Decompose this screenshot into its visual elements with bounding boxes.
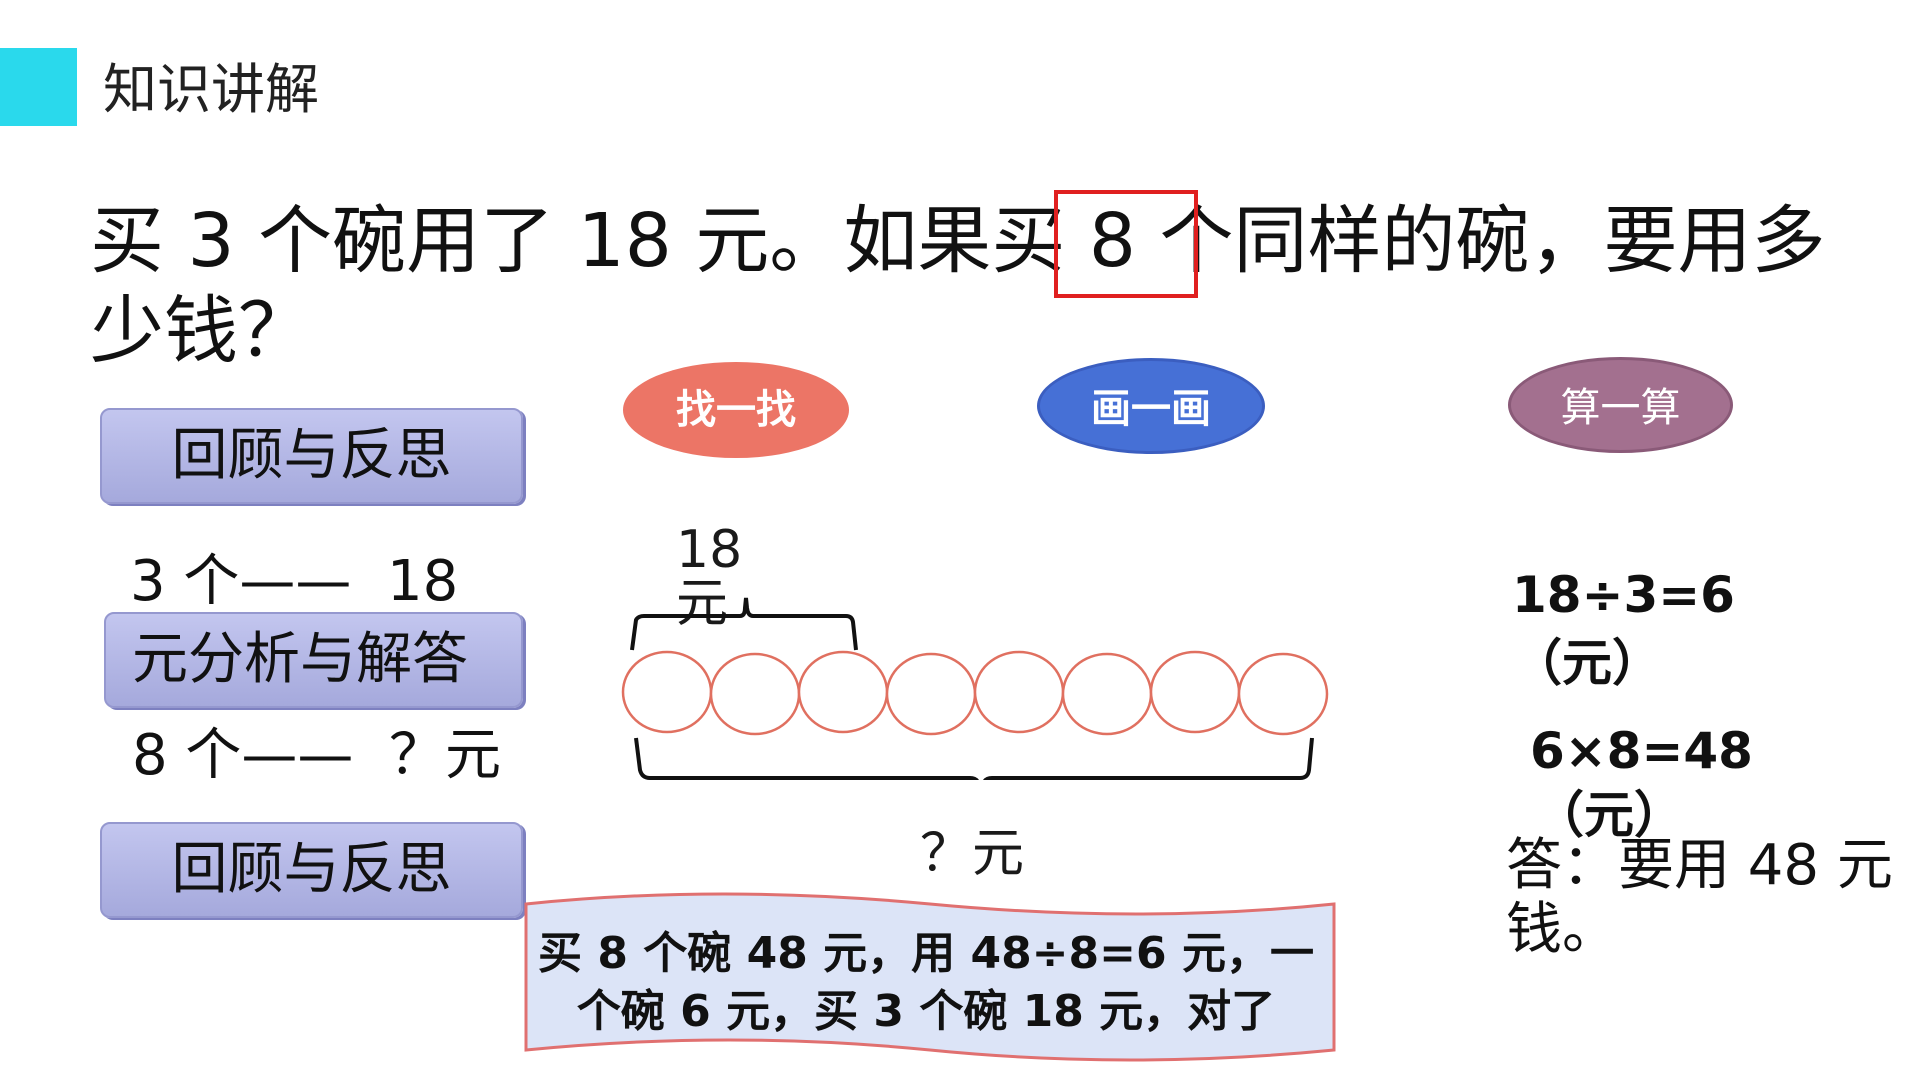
calc-step-2: 6×8=48 [1530, 722, 1753, 780]
diagram-top-label-unit: 元 [676, 574, 729, 634]
bowl-circle [1061, 652, 1153, 736]
review-button-bottom[interactable]: 回顾与反思 [100, 822, 523, 918]
calc-step-1: 18÷3=6 [1512, 566, 1735, 624]
bowl-circle [1149, 650, 1241, 734]
analysis-button[interactable]: 元分析与解答 [104, 612, 523, 708]
diagram-top-label-number: 18 [676, 520, 743, 580]
bowl-circle [709, 652, 801, 736]
bowl-circle [621, 650, 713, 734]
section-accent-block [0, 48, 77, 126]
question-text: 买 3 个碗用了 18 元。如果买 8 个同样的碗，要用多少钱？ [90, 198, 1826, 374]
bowl-circle [1237, 652, 1329, 736]
calc-step-2-unit: （元） [1534, 786, 1684, 844]
bottom-brace [634, 737, 1314, 780]
draw-step-button[interactable]: 画一画 [1037, 358, 1265, 454]
section-title: 知识讲解 [103, 58, 319, 121]
bowl-circle [973, 650, 1065, 734]
relation-line-2: 8 个—— ？元 [132, 723, 502, 788]
diagram-bottom-label: ？元 [920, 824, 1025, 884]
answer-text: 答：要用 48 元钱。 [1506, 833, 1893, 962]
highlight-box [1054, 190, 1198, 298]
bowl-circle [797, 650, 889, 734]
review-button-top[interactable]: 回顾与反思 [100, 408, 523, 504]
relation-line-1: 3 个—— 18 [130, 549, 459, 614]
bowl-circle [885, 652, 977, 736]
bowl-diagram [621, 597, 1329, 780]
calculate-step-button[interactable]: 算一算 [1508, 357, 1733, 453]
calc-step-1-unit: （元） [1512, 634, 1662, 692]
top-brace [630, 597, 858, 651]
bowl-circles [621, 650, 1329, 736]
diagram-top-label: 18 元 [676, 520, 742, 634]
check-note-banner [524, 892, 1336, 1062]
find-step-button[interactable]: 找一找 [623, 362, 849, 458]
check-note-text: 买 8 个碗 48 元，用 48÷8=6 元，一个碗 6 元，买 3 个碗 18… [538, 928, 1314, 1037]
